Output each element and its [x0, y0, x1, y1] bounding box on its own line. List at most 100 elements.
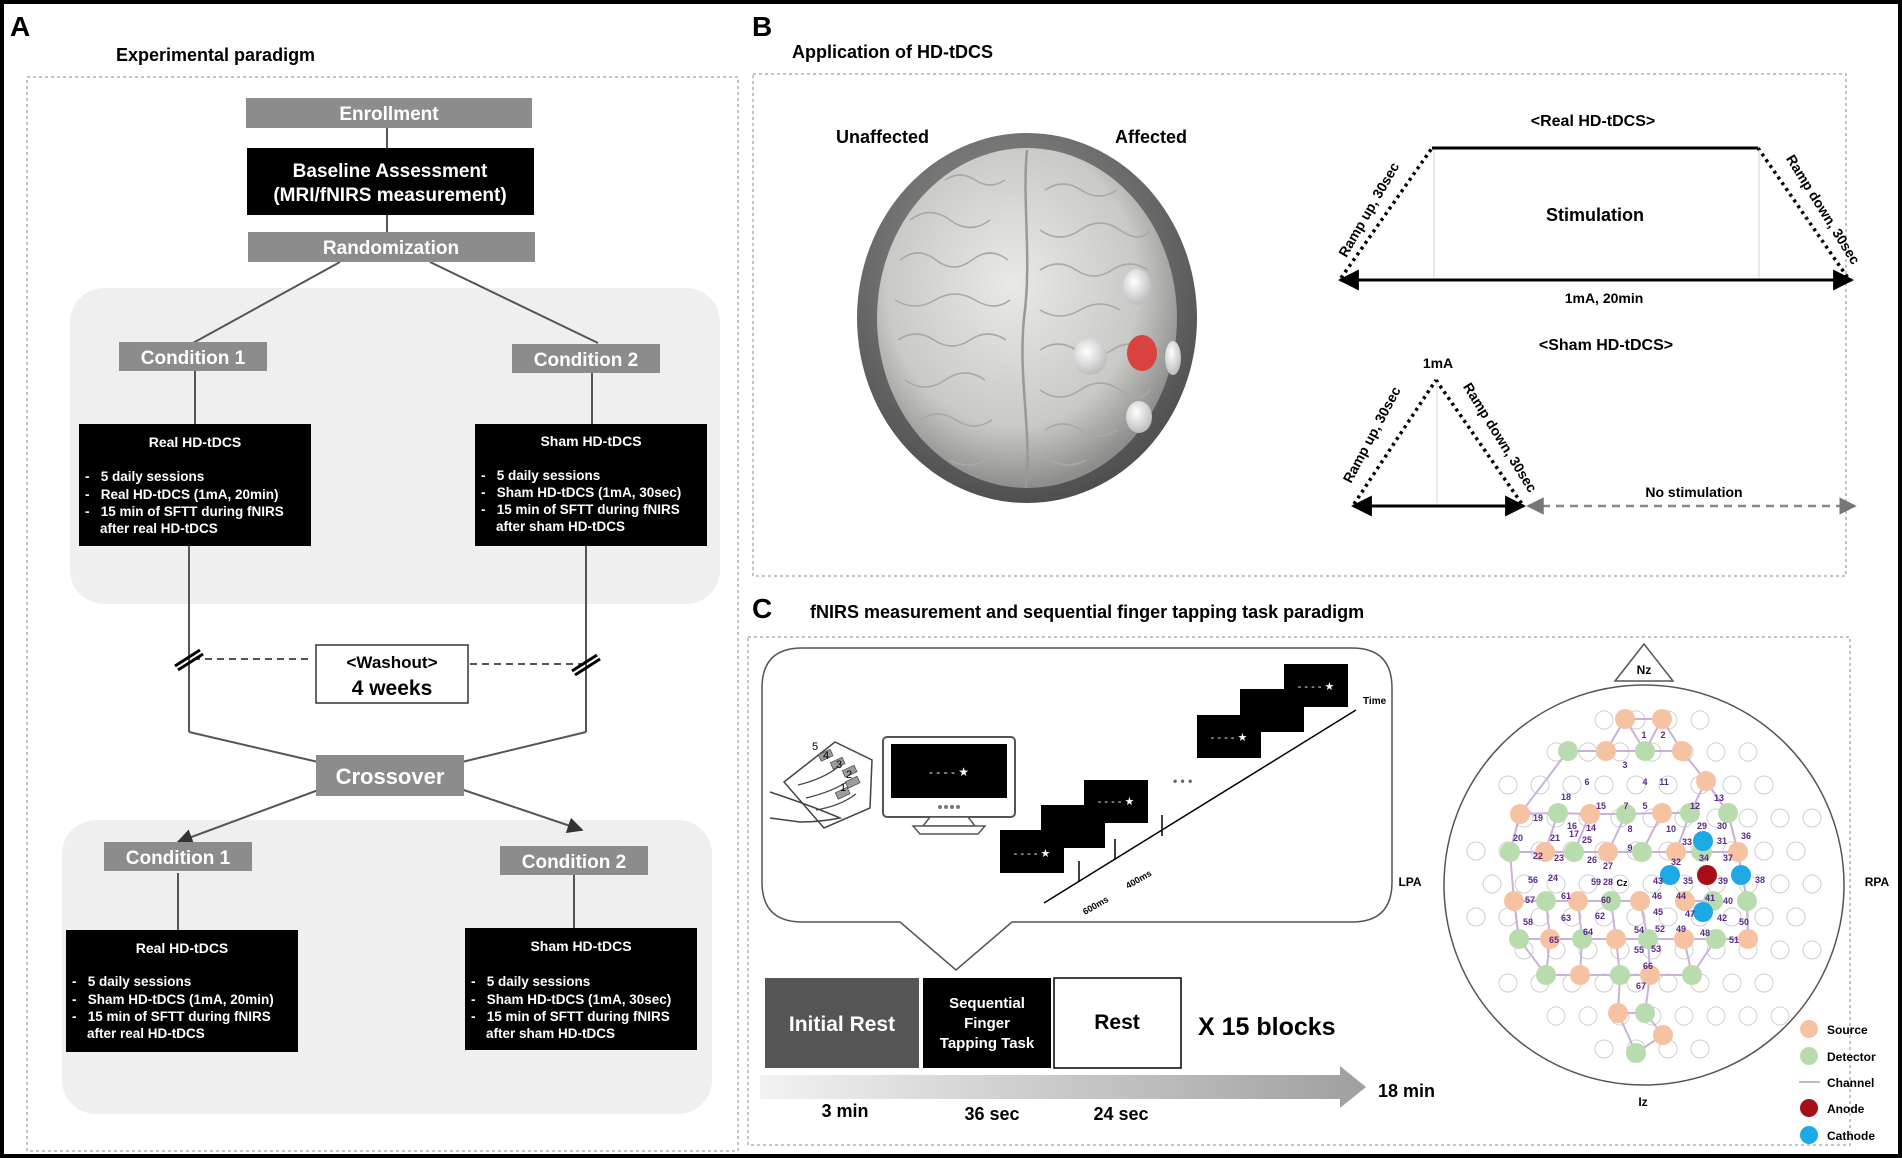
detector-optode	[1616, 804, 1636, 824]
panel-a-letter: A	[10, 11, 30, 42]
source-optode	[1696, 771, 1716, 791]
channel-number: 36	[1741, 831, 1751, 841]
screen-sequence: - - - - ★	[1098, 796, 1135, 808]
source-optode	[1672, 741, 1692, 761]
detector-optode	[1558, 741, 1578, 761]
channel-number: 7	[1623, 801, 1628, 811]
channel-number: 50	[1739, 917, 1749, 927]
channel-number: 39	[1718, 876, 1728, 886]
legend-detector-swatch	[1800, 1047, 1818, 1065]
screen-sequence: - - - - ★	[1014, 848, 1051, 860]
detector-optode	[1635, 1003, 1655, 1023]
empty-position-ring	[1594, 775, 1614, 795]
channel-number: 2	[1660, 730, 1665, 740]
electrode-cathode-bottom	[1126, 401, 1152, 433]
affected-label: Affected	[1115, 127, 1187, 147]
channel-number: 60	[1601, 895, 1611, 905]
channel-number: 63	[1561, 913, 1571, 923]
condition-1-bottom-label: Condition 1	[126, 848, 231, 869]
box-line: after sham HD-tDCS	[471, 1026, 615, 1041]
lpa-label: LPA	[1398, 875, 1421, 889]
panel-c: C fNIRS measurement and sequential finge…	[747, 593, 1890, 1146]
enrollment-box	[246, 98, 532, 128]
empty-position-ring	[1786, 841, 1806, 861]
channel-number: 8	[1627, 824, 1632, 834]
box-line: - 5 daily sessions	[471, 974, 590, 989]
panel-b-title: Application of HD-tDCS	[792, 42, 993, 62]
gyri-pattern	[894, 174, 1151, 466]
channel-number: 9	[1627, 843, 1632, 853]
task-label: Sequential	[949, 995, 1025, 1012]
real-duration-label: 1mA, 20min	[1565, 290, 1644, 306]
empty-position-ring	[1642, 874, 1662, 894]
empty-position-ring	[1706, 742, 1726, 762]
detector-optode	[1610, 965, 1630, 985]
empty-position-ring	[1658, 907, 1678, 927]
source-optode	[1653, 1025, 1673, 1045]
panel-b-letter: B	[752, 11, 772, 42]
detector-optode	[1632, 842, 1652, 862]
task-block	[923, 978, 1051, 1068]
channel-number: 1	[1641, 730, 1646, 740]
empty-position-ring	[1786, 907, 1806, 927]
box-line: after sham HD-tDCS	[481, 519, 625, 534]
empty-position-ring	[1466, 907, 1486, 927]
source-optode	[1540, 929, 1560, 949]
channel-number: 52	[1655, 924, 1665, 934]
washout-box	[315, 644, 469, 704]
channel-number: 30	[1717, 821, 1727, 831]
real-hdtdcs-title: <Real HD-tDCS>	[1531, 113, 1655, 130]
detector-optode	[1680, 803, 1700, 823]
channel-number: 45	[1653, 907, 1663, 917]
box-heading: Sham HD-tDCS	[530, 938, 631, 954]
keypad-digit: 4	[823, 750, 829, 762]
channel-number: 13	[1714, 793, 1724, 803]
channel-number: 65	[1549, 935, 1559, 945]
legend-anode: Anode	[1827, 1102, 1865, 1116]
panel-a-border	[26, 76, 739, 1152]
channel-number: 4	[1642, 777, 1647, 787]
unaffected-label: Unaffected	[836, 127, 929, 147]
channel-number: 15	[1596, 801, 1606, 811]
channel-number: 24	[1548, 873, 1558, 883]
real-ramp-down-line	[1756, 147, 1850, 279]
empty-position-ring	[1530, 775, 1550, 795]
empty-position-ring	[1722, 907, 1742, 927]
channel-number: 23	[1554, 853, 1564, 863]
electrode-anode	[1127, 335, 1157, 371]
channel-number: 61	[1561, 891, 1571, 901]
condition-1-bottom-box	[104, 842, 252, 871]
empty-position-ring	[1626, 775, 1646, 795]
channel-number: 44	[1676, 891, 1686, 901]
break-mark	[574, 657, 601, 677]
iz-label: Iz	[1638, 1095, 1647, 1109]
source-optode	[1640, 965, 1660, 985]
source-optode	[1666, 842, 1686, 862]
stimulation-label: Stimulation	[1546, 205, 1644, 225]
randomization-box	[248, 232, 535, 262]
connector	[429, 261, 599, 344]
condition-2-top-label: Condition 2	[534, 350, 638, 371]
source-optode	[1580, 804, 1600, 824]
empty-position-ring	[1722, 973, 1742, 993]
panel-b-border	[752, 73, 1847, 577]
channel-number: 31	[1717, 836, 1727, 846]
channel-number: 29	[1697, 821, 1707, 831]
detector-optode	[1548, 803, 1568, 823]
box-line: after real HD-tDCS	[72, 1026, 205, 1041]
channel-number: 6	[1584, 777, 1589, 787]
screen-sequence: - - - - ★	[1211, 732, 1248, 744]
empty-position-ring	[1674, 1006, 1694, 1026]
legend-detector: Detector	[1827, 1050, 1876, 1064]
box-line: - 15 min of SFTT during fNIRS	[481, 502, 680, 517]
keypad-digit: 2	[846, 769, 852, 781]
box-line: - Real HD-tDCS (1mA, 20min)	[85, 487, 279, 502]
empty-position-ring	[1562, 775, 1582, 795]
source-optode	[1535, 842, 1555, 862]
channel-number: 26	[1587, 855, 1597, 865]
empty-position-ring	[1466, 841, 1486, 861]
empty-position-ring	[1578, 874, 1598, 894]
channel-number: 12	[1690, 801, 1700, 811]
box-heading: Real HD-tDCS	[136, 940, 229, 956]
break-mark	[174, 648, 201, 668]
